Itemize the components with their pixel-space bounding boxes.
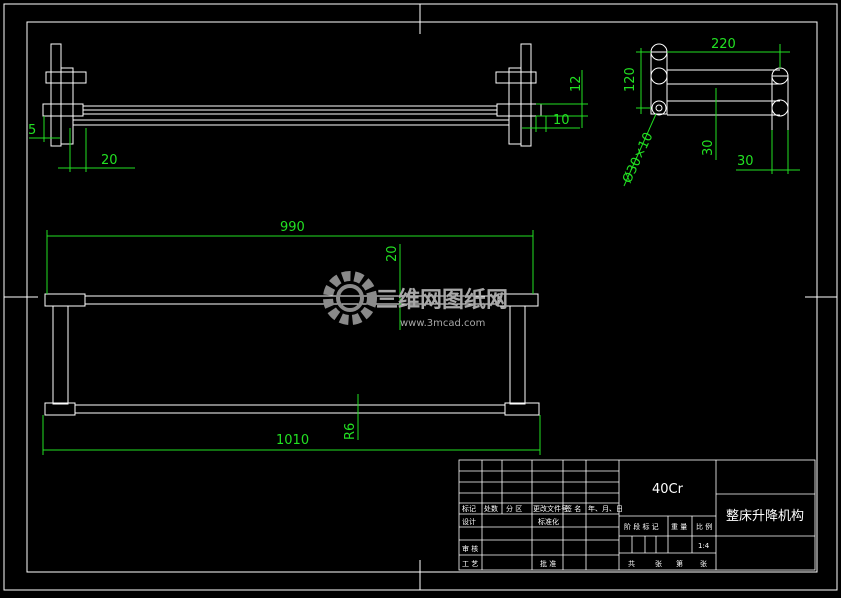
sheet-unit: 张 — [655, 559, 662, 568]
watermark: 三维网图纸网 www.3mcad.com — [323, 271, 508, 329]
hdr-date: 年、月、日 — [588, 504, 623, 513]
hdr-mark: 标记 — [462, 504, 476, 513]
plan-dimensions: 990 20 1010 R6 — [42, 220, 541, 455]
scale-value: 1:4 — [698, 542, 710, 550]
row-process: 工 艺 — [462, 560, 478, 568]
leader-line — [623, 113, 657, 187]
dim-10-label: 10 — [553, 113, 570, 128]
dim-30-vertical-label: 30 — [701, 139, 716, 156]
side-upright — [650, 51, 668, 115]
dim-20-label: 20 — [101, 153, 118, 168]
row-ratio: 比 例 — [696, 522, 712, 531]
left-lower-clamp — [42, 103, 84, 117]
left-upright — [50, 43, 62, 147]
watermark-url: www.3mcad.com — [400, 318, 485, 329]
side-view — [650, 43, 789, 171]
right-upright — [520, 43, 532, 147]
title-block: 标记 处数 分 区 更改文件号 签 名 年、月、日 设计 标准化 审 核 工 艺… — [458, 459, 816, 571]
title-block-frame — [458, 459, 816, 571]
side-right-upright — [771, 75, 789, 171]
row-approve: 批 准 — [540, 559, 556, 568]
row-standard: 标准化 — [538, 517, 559, 526]
dim-5-label: 5 — [28, 123, 36, 138]
dim-12-label: 12 — [569, 75, 584, 92]
material: 40Cr — [652, 482, 684, 497]
dim-r6-label: R6 — [343, 423, 358, 440]
sheet-unit-2: 张 — [700, 559, 707, 568]
dim-30-horizontal-label: 30 — [737, 154, 754, 169]
front-view — [42, 43, 542, 147]
plan-view — [44, 293, 540, 416]
hdr-sign: 签 名 — [565, 504, 581, 513]
right-upper-clamp — [495, 71, 537, 84]
dim-20-plan-label: 20 — [385, 245, 400, 262]
row-weight: 重 量 — [671, 523, 687, 531]
row-stage: 阶 段 标 记 — [624, 522, 659, 531]
sheet-total: 共 — [628, 559, 635, 568]
plan-clamp-top-left — [44, 293, 86, 307]
plan-left-leg — [52, 305, 69, 405]
watermark-title: 三维网图纸网 — [376, 287, 508, 313]
dim-990-label: 990 — [280, 220, 305, 235]
left-upper-clamp — [45, 71, 87, 84]
dim-220-label: 220 — [711, 37, 736, 52]
dim-120-label: 120 — [623, 67, 638, 92]
plan-clamp-bottom-left — [44, 402, 76, 416]
dim-tube-label: Ø30×10 — [620, 130, 657, 185]
tube-circle — [650, 67, 668, 85]
row-review: 审 核 — [462, 544, 478, 553]
right-upright-inner — [508, 67, 522, 145]
tube-bore — [655, 104, 663, 112]
front-dimensions: 5 20 12 10 — [28, 70, 588, 172]
gear-icon — [323, 271, 377, 325]
hdr-count: 处数 — [484, 504, 498, 513]
dim-1010-label: 1010 — [276, 433, 309, 448]
drawing-name: 整床升降机构 — [726, 509, 804, 524]
tube-circle — [651, 100, 667, 116]
hdr-zone: 分 区 — [506, 504, 522, 513]
hdr-doc: 更改文件号 — [533, 504, 568, 513]
plan-clamp-bottom-right — [504, 402, 540, 416]
right-lower-clamp — [496, 103, 542, 117]
plan-right-leg — [509, 305, 526, 405]
sheet-no: 第 — [676, 559, 683, 568]
row-design: 设计 — [462, 517, 476, 526]
gear-hub — [336, 284, 364, 312]
tube-circle — [771, 99, 789, 117]
left-upright-inner — [60, 67, 74, 145]
